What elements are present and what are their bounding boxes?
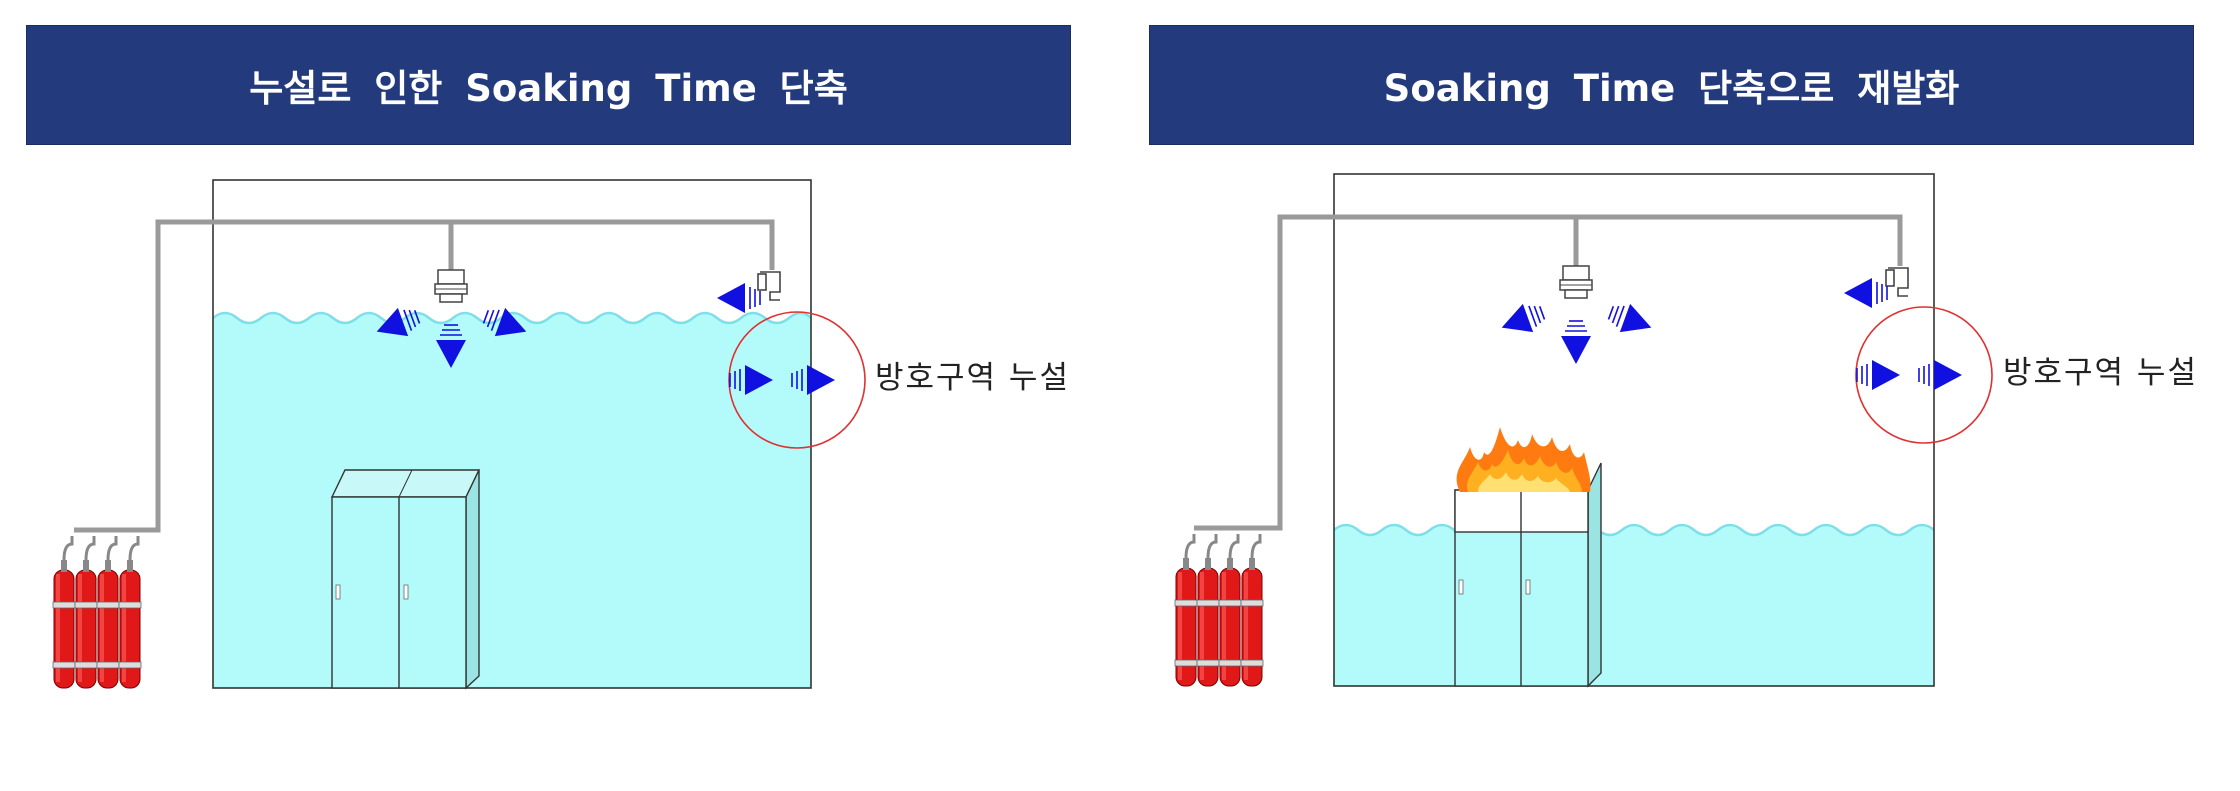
pressure-device-icon	[1885, 267, 1909, 297]
gas-cylinder-icon	[95, 534, 121, 690]
gas-cylinder-icon	[1239, 532, 1265, 688]
arrow-icon	[1843, 277, 1888, 309]
gas-cylinder-icon	[51, 534, 77, 690]
leak-label-right: 방호구역 누설	[2003, 355, 2198, 391]
gas-volume-right	[1334, 525, 1934, 686]
cabinet-icon	[330, 469, 481, 690]
gas-cylinder-icon	[117, 534, 143, 690]
protected-room-left	[212, 179, 812, 689]
gas-surface-wave-left	[212, 311, 812, 325]
flame-icon	[1456, 427, 1591, 492]
nozzle-icon	[1559, 265, 1593, 299]
arrow-icon	[716, 282, 761, 314]
protected-room-right	[1333, 173, 1935, 687]
panel-title-left: 누설로 인한 Soaking Time 단축	[26, 25, 1071, 145]
arrow-icon	[1604, 297, 1658, 343]
gas-surface-wave-right	[1333, 523, 1935, 537]
leak-zone-circle-left	[728, 311, 866, 449]
arrow-icon	[1560, 320, 1592, 365]
gas-cylinder-icon	[73, 534, 99, 690]
pressure-device-icon	[757, 271, 781, 301]
panel-right: 방호구역 누설	[1173, 173, 2198, 688]
cabinet-icon	[1454, 462, 1602, 688]
leak-label-left: 방호구역 누설	[875, 360, 1070, 396]
arrow-icon	[1856, 359, 1901, 391]
gas-cylinder-icon	[1217, 532, 1243, 688]
arrow-icon	[1918, 359, 1963, 391]
gas-cylinder-bank-right	[1173, 532, 1265, 688]
panel-left: 방호구역 누설	[51, 179, 1070, 690]
gas-volume-left	[213, 313, 811, 688]
leak-zone-circle-right	[1855, 306, 1993, 444]
panel-title-right: Soaking Time 단축으로 재발화	[1149, 25, 2194, 145]
nozzle-icon	[434, 269, 468, 303]
gas-cylinder-icon	[1173, 532, 1199, 688]
gas-cylinder-icon	[1195, 532, 1221, 688]
arrow-icon	[1495, 297, 1549, 343]
gas-cylinder-bank-left	[51, 534, 143, 690]
